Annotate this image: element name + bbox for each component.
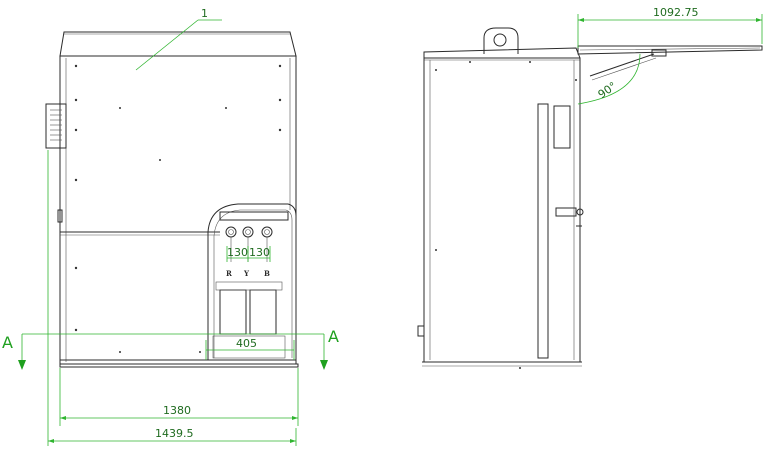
switchgear-panel — [207, 203, 297, 360]
section-marker-left: A — [2, 333, 13, 352]
side-cabinet-body — [423, 57, 581, 363]
front-dimensions: 1 130 130 405 A A 1380 1439.5 — [2, 7, 339, 446]
phase-label-y: Y — [243, 269, 250, 278]
spacing-right-label: 130 — [249, 246, 270, 259]
door-angle-label: 90° — [596, 79, 619, 101]
cable-box-right — [249, 289, 277, 335]
door-span-label: 1092.75 — [653, 6, 699, 19]
cable-box-left — [219, 289, 247, 335]
phase-label-b: B — [264, 269, 270, 278]
section-arrow-left — [18, 360, 26, 370]
side-dimensions: 1092.75 90° — [577, 6, 763, 105]
spacing-left-label: 130 — [227, 246, 248, 259]
item-number-label: 1 — [201, 7, 208, 20]
front-base — [59, 363, 299, 368]
front-view: R Y B — [45, 31, 299, 368]
lifting-lug — [483, 27, 519, 54]
door-handle — [555, 207, 584, 227]
door-window — [553, 105, 571, 149]
side-door — [537, 103, 549, 359]
section-arrow-right — [320, 360, 328, 370]
door-panel-open — [577, 45, 763, 55]
overall-width-label: 1439.5 — [155, 427, 194, 440]
front-rivets — [74, 64, 282, 353]
front-roof — [59, 31, 297, 57]
side-view — [417, 27, 584, 369]
side-vent-box — [45, 103, 67, 149]
side-roof — [423, 47, 581, 59]
phase-label-r: R — [226, 269, 232, 278]
open-door — [577, 45, 763, 81]
base-width-label: 1380 — [163, 404, 191, 417]
door-stay — [589, 53, 655, 77]
section-marker-right: A — [328, 327, 339, 346]
door-angle-arc — [577, 53, 641, 105]
gland-width-label: 405 — [236, 337, 257, 350]
